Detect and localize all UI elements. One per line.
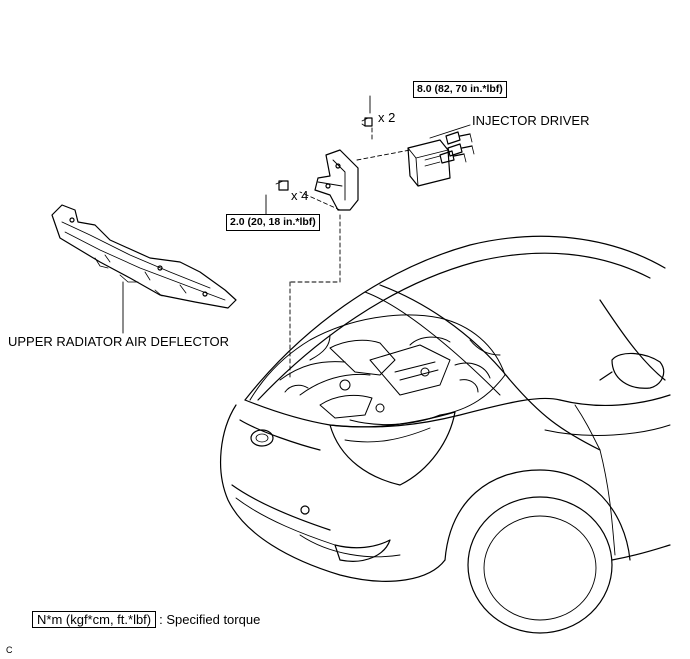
- bolt-quantity-bracket: x 2: [378, 110, 396, 125]
- assembly-leaders: [289, 127, 411, 381]
- bracket-part: [314, 149, 359, 211]
- car-body: [220, 235, 671, 634]
- torque-legend: N*m (kgf*cm, ft.*lbf) : Specified torque: [32, 611, 260, 628]
- legend-text: : Specified torque: [159, 612, 261, 627]
- bolt-icons: [275, 117, 373, 191]
- upper-radiator-air-deflector-label: UPPER RADIATOR AIR DEFLECTOR: [8, 334, 230, 349]
- injector-driver-part: [407, 131, 475, 187]
- injector-driver-label: INJECTOR DRIVER: [472, 113, 590, 128]
- bolt-quantity-driver: x 4: [291, 188, 309, 203]
- torque-spec-driver-bolts: 2.0 (20, 18 in.*lbf): [226, 214, 320, 231]
- figure-code: C: [6, 645, 13, 655]
- upper-radiator-air-deflector-part: [51, 204, 237, 309]
- legend-unit-box: N*m (kgf*cm, ft.*lbf): [32, 611, 157, 628]
- engine-bay: [249, 314, 506, 426]
- injector-driver-leader: [429, 124, 471, 139]
- torque-spec-bracket-bolts: 8.0 (82, 70 in.*lbf): [413, 81, 507, 98]
